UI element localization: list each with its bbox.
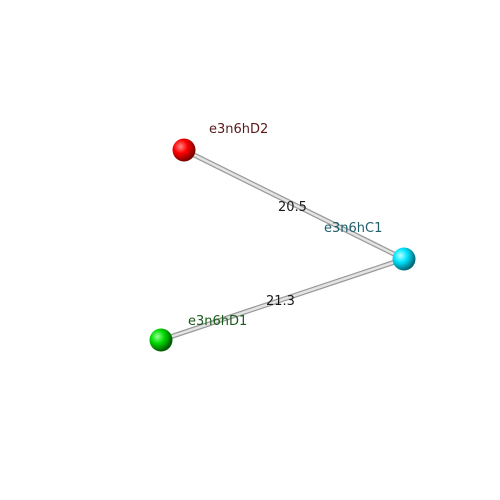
atom-label-c1: e3n6hC1 xyxy=(324,221,382,236)
bond-d2-c1 xyxy=(181,147,407,262)
bond-d1-c1 xyxy=(158,256,407,343)
atom-label-d1: e3n6hD1 xyxy=(188,314,247,329)
atom-label-d2: e3n6hD2 xyxy=(209,122,268,137)
bond-label-d2-c1: 20.5 xyxy=(278,200,307,215)
atom-d1 xyxy=(149,328,173,352)
atom-c1 xyxy=(392,247,416,271)
bond-label-d1-c1: 21.3 xyxy=(266,294,295,309)
atom-d2 xyxy=(172,138,196,162)
